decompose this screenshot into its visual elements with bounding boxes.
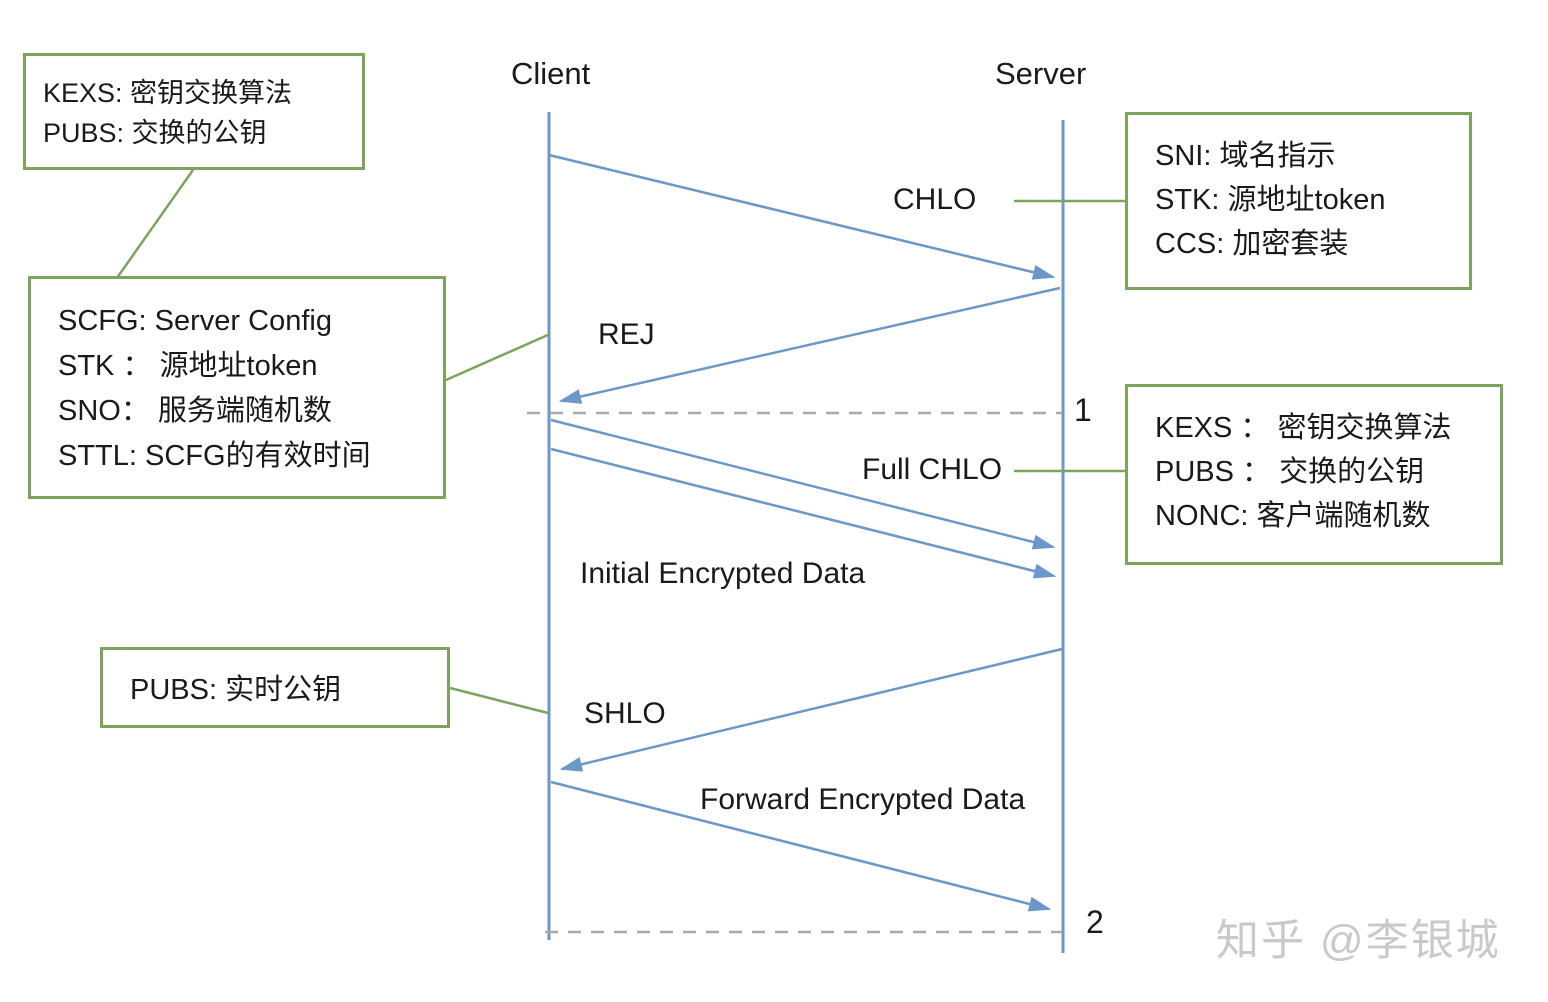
message-label-chlo: CHLO xyxy=(893,183,977,216)
message-label-shlo: SHLO xyxy=(584,697,666,730)
message-label-rej: REJ xyxy=(598,318,655,351)
actor-label-client: Client xyxy=(511,56,591,91)
connector-note-to-shlo xyxy=(449,686,549,715)
note-line: PUBS: 实时公钥 xyxy=(130,674,342,706)
note-chlo-fields: SNI: 域名指示 STK: 源地址token CCS: 加密套装 xyxy=(1125,112,1472,290)
note-rej-fields-upper: KEXS: 密钥交换算法 PUBS: 交换的公钥 xyxy=(23,53,365,170)
note-line: SNO： 服务端随机数 xyxy=(58,395,332,427)
note-line: PUBS: 交换的公钥 xyxy=(43,118,267,148)
round-trip-marker-2: 2 xyxy=(1086,904,1104,940)
actor-label-server: Server xyxy=(995,56,1087,91)
note-rej-fields-lower: SCFG: Server Config STK ： 源地址token SNO： … xyxy=(28,276,446,499)
message-arrow-chlo xyxy=(548,153,1056,280)
watermark-zhihu: 知乎 @李银城 xyxy=(1216,917,1501,965)
round-trip-marker-1: 1 xyxy=(1074,392,1092,428)
note-line: CCS: 加密套装 xyxy=(1155,228,1349,260)
note-line: SCFG: Server Config xyxy=(58,305,332,337)
note-line: PUBS ： 交换的公钥 xyxy=(1155,456,1425,488)
message-label-initial-encrypted-data: Initial Encrypted Data xyxy=(580,557,866,590)
note-line: KEXS: 密钥交换算法 xyxy=(43,78,293,108)
note-full-chlo-fields: KEXS ： 密钥交换算法 PUBS ： 交换的公钥 NONC: 客户端随机数 xyxy=(1125,384,1503,565)
note-line: STTL: SCFG的有效时间 xyxy=(58,440,371,472)
note-shlo-fields: PUBS: 实时公钥 xyxy=(100,647,450,728)
note-line: KEXS ： 密钥交换算法 xyxy=(1155,412,1452,444)
connector-note-to-rej xyxy=(445,332,551,382)
message-label-full-chlo: Full CHLO xyxy=(862,453,1003,486)
message-label-forward-encrypted-data: Forward Encrypted Data xyxy=(700,783,1026,816)
note-line: NONC: 客户端随机数 xyxy=(1155,500,1431,532)
note-line: SNI: 域名指示 xyxy=(1155,140,1336,172)
note-line: STK ： 源地址token xyxy=(58,350,318,382)
note-line: STK: 源地址token xyxy=(1155,184,1386,216)
